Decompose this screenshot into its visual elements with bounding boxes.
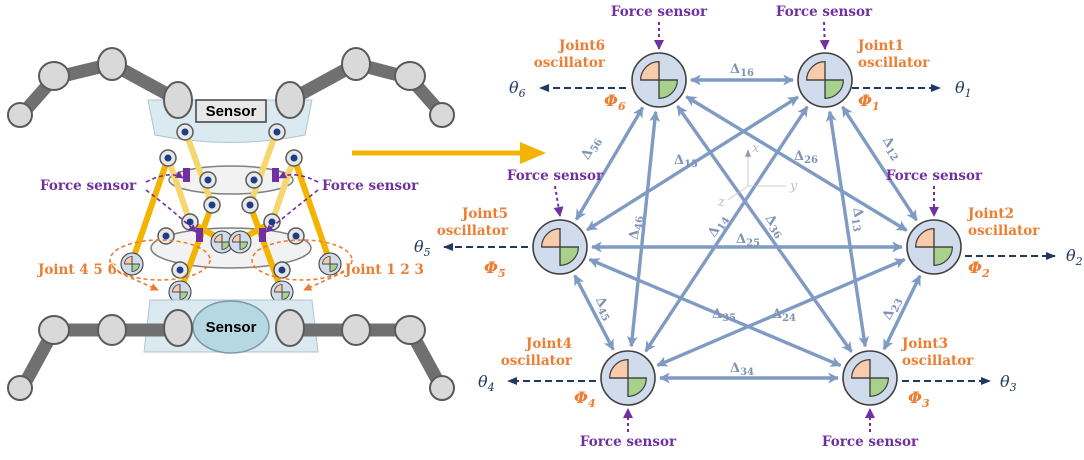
mini-oscillator-3 bbox=[210, 230, 234, 254]
force-sensor-left-arrow bbox=[145, 170, 184, 183]
force-sensor-label-6: Force sensor bbox=[611, 4, 708, 20]
theta-label-3: θ3 bbox=[1000, 372, 1017, 394]
coupling-label-16: Δ16 bbox=[730, 62, 754, 79]
theta-label-6: θ6 bbox=[509, 78, 526, 100]
force-sensor-arrow-5 bbox=[553, 185, 564, 217]
phi-label-1: Φ1 bbox=[858, 91, 880, 113]
oscillator-name-1: Joint1 bbox=[857, 38, 904, 54]
bottom-sensor-disk bbox=[192, 300, 270, 354]
top-left-leg bbox=[7, 47, 193, 128]
joint-right-arrow bbox=[303, 271, 345, 291]
force-sensor-label-3: Force sensor bbox=[822, 434, 919, 450]
bottom-sensor-label: Sensor bbox=[206, 319, 257, 336]
oscillator-circle-2 bbox=[906, 219, 962, 275]
coupling-edge-12 bbox=[841, 105, 918, 222]
joint-right-group-label: Joint 1 2 3 bbox=[344, 262, 424, 278]
bottom-left-leg bbox=[7, 309, 193, 401]
axis-x-label: x bbox=[752, 141, 760, 156]
theta-label-2: θ2 bbox=[1066, 246, 1083, 268]
oscillator-name-3: Joint3 bbox=[901, 336, 948, 352]
oscillator-circle-1 bbox=[797, 52, 853, 108]
theta-label-1: θ1 bbox=[955, 78, 972, 100]
phi-label-5: Φ5 bbox=[484, 258, 506, 280]
axis-y-label: y bbox=[789, 179, 798, 194]
axis-glyph: x y z bbox=[717, 141, 798, 210]
force-sensor-label-5: Force sensor bbox=[507, 168, 604, 184]
theta-label-4: θ4 bbox=[478, 372, 495, 394]
force-sensor-label-2: Force sensor bbox=[886, 168, 983, 184]
oscillator-suffix-6: oscillator bbox=[534, 55, 606, 71]
oscillator-circle-4 bbox=[600, 350, 656, 406]
phi-label-6: Φ6 bbox=[604, 91, 626, 113]
coupling-label-26: Δ26 bbox=[794, 149, 818, 166]
top-right-leg bbox=[275, 47, 455, 128]
coupling-edge-45 bbox=[573, 274, 615, 351]
phi-label-3: Φ3 bbox=[908, 388, 930, 410]
oscillator-suffix-3: oscillator bbox=[902, 353, 974, 369]
force-sensor-label-1: Force sensor bbox=[776, 4, 873, 20]
coupling-label-12: Δ12 bbox=[877, 134, 904, 163]
phi-label-4: Φ4 bbox=[574, 388, 596, 410]
oscillator-circle-3 bbox=[842, 350, 898, 406]
coupling-edge-56 bbox=[574, 106, 645, 221]
transition-arrow bbox=[352, 142, 546, 164]
joint-right-group-ellipse bbox=[251, 239, 353, 281]
coupling-label-56: Δ56 bbox=[578, 134, 605, 163]
coupling-edge-46 bbox=[626, 110, 661, 348]
coupling-label-14: Δ14 bbox=[705, 212, 732, 241]
force-sensor-arrow-1 bbox=[819, 21, 830, 50]
robot-illustration: Sensor bbox=[7, 47, 455, 401]
coupling-label-23: Δ23 bbox=[880, 294, 906, 323]
coupling-label-45: Δ45 bbox=[590, 294, 616, 323]
coupling-label-35: Δ35 bbox=[712, 307, 736, 324]
coupling-label-34: Δ34 bbox=[730, 361, 754, 378]
coupling-label-15: Δ15 bbox=[674, 153, 698, 170]
coupling-edges bbox=[573, 74, 922, 384]
oscillator-suffix-1: oscillator bbox=[858, 55, 930, 71]
force-sensor-right-arrow bbox=[278, 171, 319, 183]
phi-label-2: Φ2 bbox=[968, 258, 990, 280]
oscillator-suffix-4: oscillator bbox=[501, 353, 573, 369]
oscillator-name-2: Joint2 bbox=[967, 206, 1014, 222]
coupling-label-13: Δ13 bbox=[847, 206, 867, 232]
oscillator-circle-6 bbox=[631, 52, 687, 108]
force-sensor-left-arrow-2 bbox=[145, 189, 197, 233]
oscillator-name-5: Joint5 bbox=[461, 206, 508, 222]
mini-oscillator-1 bbox=[120, 252, 144, 276]
joint-left-arrow bbox=[117, 271, 159, 291]
joint-left-group-label: Joint 4 5 6 bbox=[37, 262, 117, 278]
oscillator-name-4: Joint4 bbox=[525, 336, 572, 352]
oscillator-network: Δ16Δ12Δ13Δ14Δ15Δ23Δ24Δ25Δ26Δ34Δ35Δ36Δ45Δ… bbox=[414, 4, 1083, 450]
bearing-cores bbox=[162, 128, 300, 274]
theta-label-5: θ5 bbox=[414, 237, 431, 259]
oscillator-circle-5 bbox=[532, 219, 588, 275]
top-sensor-box bbox=[195, 99, 267, 123]
coupling-label-25: Δ25 bbox=[736, 232, 760, 249]
axis-z-label: z bbox=[717, 195, 725, 210]
oscillator-suffix-5: oscillator bbox=[437, 223, 509, 239]
bottom-right-leg bbox=[275, 309, 455, 401]
mini-oscillator-6 bbox=[318, 252, 342, 276]
force-sensor-right-label: Force sensor bbox=[322, 178, 419, 194]
mini-oscillator-5 bbox=[270, 280, 294, 304]
mini-oscillators bbox=[120, 230, 342, 304]
joint-left-group-ellipse bbox=[109, 239, 211, 281]
oscillator-suffix-2: oscillator bbox=[968, 223, 1040, 239]
top-sensor-label: Sensor bbox=[206, 103, 257, 120]
force-sensor-label-4: Force sensor bbox=[580, 434, 677, 450]
mini-oscillator-4 bbox=[228, 230, 252, 254]
force-sensor-left-label: Force sensor bbox=[40, 178, 137, 194]
coupling-edge-36 bbox=[676, 105, 853, 353]
oscillator-name-6: Joint6 bbox=[558, 38, 605, 54]
